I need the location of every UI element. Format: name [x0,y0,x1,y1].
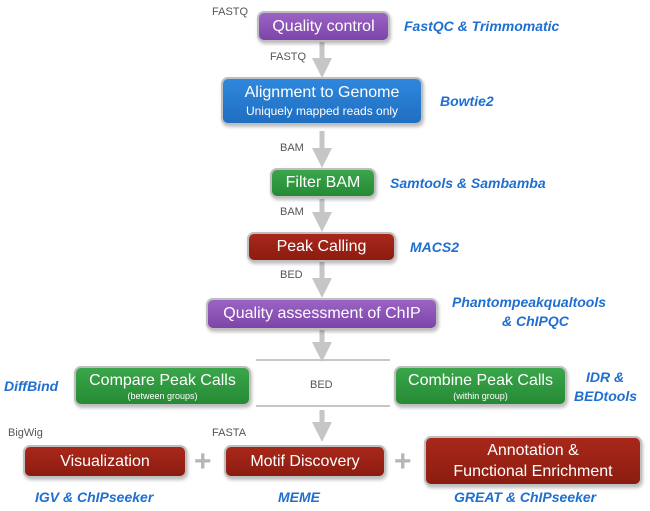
format-label-fastq-top: FASTQ [212,6,249,18]
step-peak-calling: Peak Calling [247,232,396,262]
format-label-bed-1: BED [280,269,303,281]
tool-label-annot: GREAT & ChIPseeker [454,489,597,505]
step-compare-peak-calls-label: Compare Peak Calls [89,371,236,389]
format-label-bam-1: BAM [280,142,304,154]
tool-label-qc: FastQC & Trimmomatic [404,18,560,34]
step-combine-peak-calls: Combine Peak Calls (within group) [394,366,567,406]
format-label-bigwig: BigWig [8,427,43,439]
tool-label-combine-line1: IDR & [586,369,625,385]
step-compare-peak-calls-sublabel: (between groups) [127,390,198,401]
step-motif-discovery-label: Motif Discovery [250,452,360,470]
step-peak-calling-label: Peak Calling [276,238,367,255]
step-visualization-label: Visualization [60,452,150,470]
format-label-bed-2: BED [310,379,333,391]
step-visualization: Visualization [23,445,187,478]
step-filter-bam-label: Filter BAM [285,174,361,191]
tool-label-motif: MEME [278,489,320,505]
tool-label-combine-line2: BEDtools [574,388,637,404]
tool-label-qa-line1: Phantompeakqualtools [452,294,607,310]
step-annotation: Annotation & Functional Enrichment [424,436,642,486]
step-combine-peak-calls-sublabel: (within group) [453,390,508,401]
step-quality-assessment-label: Quality assessment of ChIP [223,305,421,322]
plus-sign-left: + [194,445,212,478]
step-quality-control: Quality control [257,11,390,42]
step-alignment: Alignment to Genome Uniquely mapped read… [221,77,423,125]
step-filter-bam: Filter BAM [270,168,376,198]
plus-sign-right: + [394,445,412,478]
step-motif-discovery: Motif Discovery [224,445,386,478]
step-annotation-label-line1: Annotation & [487,441,579,459]
step-annotation-label-line2: Functional Enrichment [453,462,613,480]
step-compare-peak-calls: Compare Peak Calls (between groups) [74,366,251,406]
format-label-fastq: FASTQ [270,51,307,63]
step-alignment-sublabel: Uniquely mapped reads only [245,104,399,118]
step-alignment-label: Alignment to Genome [244,84,400,101]
tool-label-viz: IGV & ChIPseeker [35,489,154,505]
tool-label-qa-line2: & ChIPQC [502,313,569,329]
tool-label-compare: DiffBind [4,378,59,394]
step-combine-peak-calls-label: Combine Peak Calls [408,371,553,389]
tool-label-align: Bowtie2 [440,93,494,109]
format-label-bam-2: BAM [280,206,304,218]
tool-label-peak: MACS2 [410,239,460,255]
step-quality-control-label: Quality control [272,17,375,35]
step-quality-assessment: Quality assessment of ChIP [206,298,438,330]
format-label-fasta: FASTA [212,427,247,439]
tool-label-filter: Samtools & Sambamba [390,175,546,191]
